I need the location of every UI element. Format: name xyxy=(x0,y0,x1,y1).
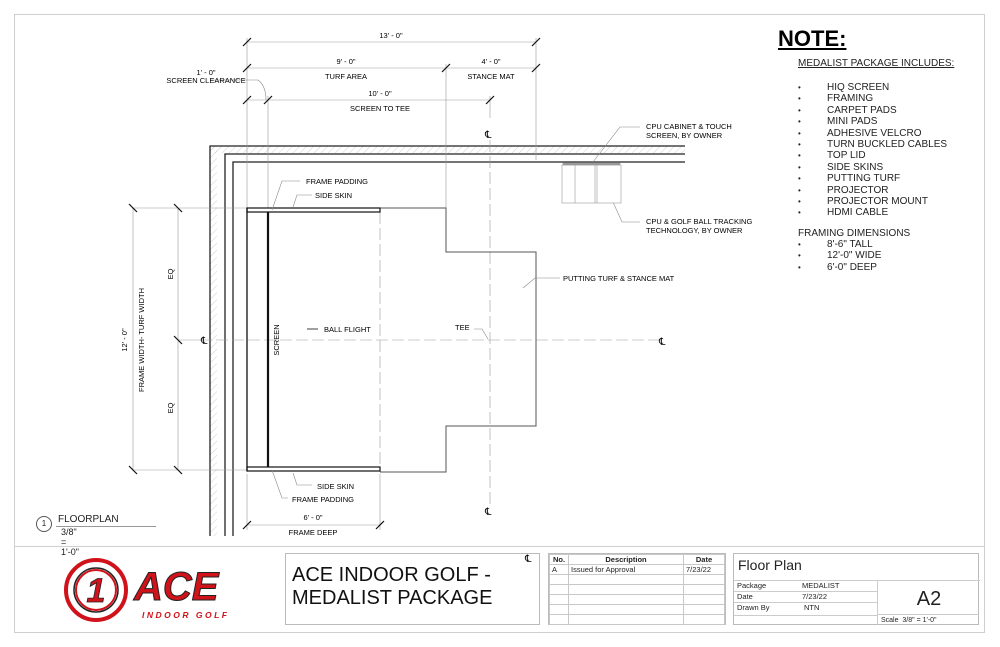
table-row xyxy=(549,594,725,605)
frame-width-label: FRAME WIDTH- TURF WIDTH xyxy=(137,288,146,392)
note-title: NOTE: xyxy=(778,26,847,51)
ace-logo: 1 ACE INDOOR GOLF xyxy=(64,558,229,622)
framing-list: 8'-6" TALL 12'-0" WIDE 6'-0" DEEP xyxy=(798,239,881,274)
list-item: 8'-6" TALL xyxy=(798,239,881,251)
centerline-symbol: ℄ xyxy=(524,554,532,565)
list-item: PROJECTOR xyxy=(798,185,947,197)
rev-header-description: Description xyxy=(568,554,684,565)
list-item: TURN BUCKLED CABLES xyxy=(798,139,947,151)
frame-width-dimension: 12' - 0" xyxy=(120,328,129,352)
cpu-tracking-label-2: TECHNOLOGY, BY OWNER xyxy=(646,226,743,235)
list-item: 12'-0" WIDE xyxy=(798,250,881,262)
date-value: 7/23/22 xyxy=(802,592,828,601)
list-item: HDMI CABLE xyxy=(798,207,947,219)
sheet-scale: Scale 3/8" = 1'-0" xyxy=(877,614,979,625)
drawn-by-label: Drawn By xyxy=(737,603,770,612)
screen-label: SCREEN xyxy=(272,324,281,355)
list-item: PUTTING TURF xyxy=(798,173,947,185)
sheet-border xyxy=(14,14,985,633)
turf-outline xyxy=(380,207,537,473)
drawn-by-value: NTN xyxy=(804,603,820,612)
rev-header-no: No. xyxy=(549,554,569,565)
package-label: Package xyxy=(737,581,767,590)
cpu-tracking-label: CPU & GOLF BALL TRACKING xyxy=(646,217,752,226)
sheet-info-box: Floor Plan Package MEDALIST Date 7/23/22 D… xyxy=(733,553,980,625)
table-row xyxy=(549,614,725,625)
sheet-number: A2 xyxy=(877,580,980,615)
screen-clearance-dimension: 1' - 0" xyxy=(196,68,215,77)
frame-padding-label-bottom: FRAME PADDING xyxy=(292,495,354,504)
overall-dimension: 13' - 0" xyxy=(379,31,403,40)
framing-heading: FRAMING DIMENSIONS xyxy=(798,228,911,239)
svg-text:INDOOR GOLF: INDOOR GOLF xyxy=(142,610,229,620)
turf-area-dimension: 9' - 0" xyxy=(336,57,355,66)
svg-text:1: 1 xyxy=(87,572,106,610)
side-skin-label-bottom: SIDE SKIN xyxy=(317,482,354,491)
stance-mat-dimension: 4' - 0" xyxy=(481,57,500,66)
cpu-cabinet xyxy=(561,162,622,204)
package-list: HIQ SCREEN FRAMING CARPET PADS MINI PADS… xyxy=(798,82,947,219)
package-heading: MEDALIST PACKAGE INCLUDES: xyxy=(798,58,955,69)
screen-to-tee-label: SCREEN TO TEE xyxy=(350,104,410,113)
centerline-symbol: ℄ xyxy=(200,336,208,347)
walls xyxy=(209,145,685,536)
list-item: SIDE SKINS xyxy=(798,162,947,174)
list-item: TOP LID xyxy=(798,150,947,162)
eq-upper: EQ xyxy=(166,268,175,279)
eq-lower: EQ xyxy=(166,402,175,413)
centerline-symbol: ℄ xyxy=(484,507,492,518)
project-title-line1: ACE INDOOR GOLF - xyxy=(292,564,491,586)
centerline-symbol: ℄ xyxy=(484,130,492,141)
list-item: MINI PADS xyxy=(798,116,947,128)
cpu-cabinet-label-2: SCREEN, BY OWNER xyxy=(646,131,723,140)
ball-flight-label: BALL FLIGHT xyxy=(324,325,371,334)
project-title-line2: MEDALIST PACKAGE xyxy=(292,587,493,609)
list-item: 6'-0" DEEP xyxy=(798,262,881,274)
screen-to-tee-dimension: 10' - 0" xyxy=(368,89,392,98)
svg-text:ACE: ACE xyxy=(133,565,220,609)
table-row xyxy=(549,584,725,595)
view-scale: 3/8" = 1'-0" xyxy=(61,527,79,557)
date-label: Date xyxy=(737,592,753,601)
list-item: CARPET PADS xyxy=(798,105,947,117)
list-item: PROJECTOR MOUNT xyxy=(798,196,947,208)
table-row xyxy=(549,604,725,615)
table-row xyxy=(549,574,725,585)
frame xyxy=(246,207,381,472)
tee-label: TEE xyxy=(455,323,470,332)
project-title-box: ACE INDOOR GOLF - MEDALIST PACKAGE xyxy=(285,553,540,625)
frame-deep-dimension: 6' - 0" xyxy=(303,513,322,522)
list-item: HIQ SCREEN xyxy=(798,82,947,94)
view-name: FLOORPLAN xyxy=(58,514,119,525)
cpu-cabinet-label: CPU CABINET & TOUCH xyxy=(646,122,732,131)
view-number: 1 xyxy=(36,516,52,532)
putting-turf-label: PUTTING TURF & STANCE MAT xyxy=(563,274,675,283)
turf-area-label: TURF AREA xyxy=(325,72,367,81)
frame-deep-label: FRAME DEEP xyxy=(289,528,338,537)
list-item: FRAMING xyxy=(798,93,947,105)
side-skin-label-top: SIDE SKIN xyxy=(315,191,352,200)
stance-mat-label: STANCE MAT xyxy=(467,72,515,81)
list-item: ADHESIVE VELCRO xyxy=(798,128,947,140)
title-block-divider xyxy=(14,546,985,547)
screen-clearance-label: SCREEN CLEARANCE xyxy=(166,76,245,85)
centerline-symbol: ℄ xyxy=(658,337,666,348)
frame-padding-label-top: FRAME PADDING xyxy=(306,177,368,186)
rev-header-date: Date xyxy=(683,554,725,565)
sheet-title: Floor Plan xyxy=(738,557,802,573)
package-value: MEDALIST xyxy=(802,581,840,590)
